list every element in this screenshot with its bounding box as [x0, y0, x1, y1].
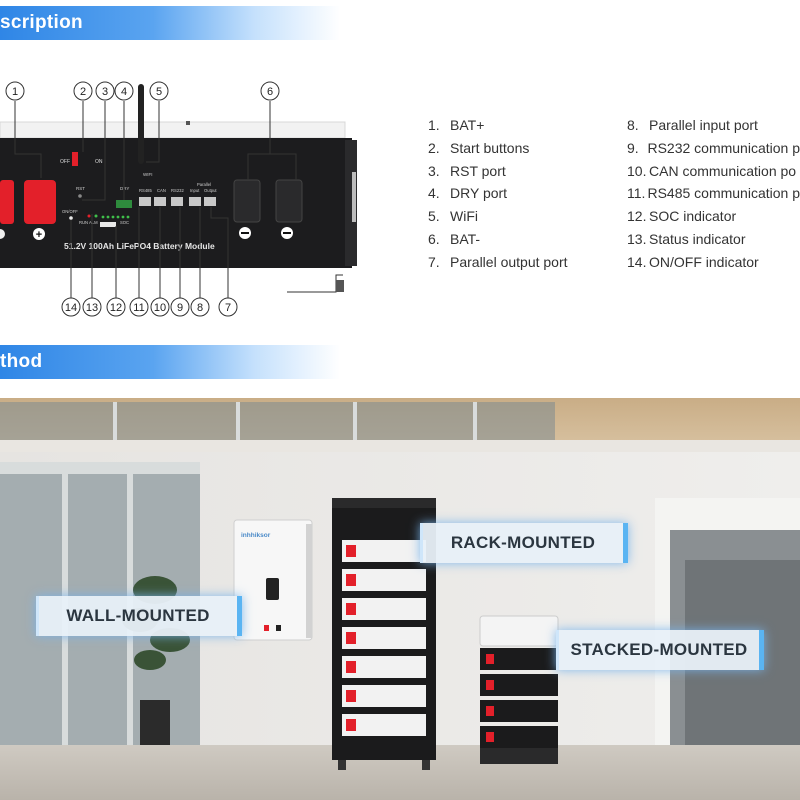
legend-item: 10.CAN communication po [627, 162, 797, 179]
stacked-mounted-label: STACKED-MOUNTED [570, 640, 748, 659]
on-off-label: ON/OFF [62, 209, 78, 214]
parallel-input-label: Input [190, 188, 200, 193]
callout-3: 3 [102, 86, 108, 98]
legend-item: 1.BAT+ [428, 117, 485, 133]
rack-mounted-label: RACK-MOUNTED [450, 533, 596, 552]
wall-unit-display [266, 578, 279, 600]
callout-7: 7 [225, 302, 231, 314]
rs232-port [171, 197, 183, 206]
wifi-antenna [138, 84, 144, 164]
battery-panel-diagram: + OFF ON RST DRY WIFI RS485 CAN RS232 Pa… [0, 81, 357, 317]
bat-minus-terminal-2 [275, 179, 303, 223]
description-title: scription [0, 12, 83, 33]
soc-leds [101, 215, 130, 219]
alm-label: ALM [89, 220, 98, 225]
legend-item: 2.Start buttons [428, 139, 530, 156]
callout-6: 6 [267, 86, 273, 98]
legend-item: 5.WiFi [428, 208, 478, 225]
rack-mounted-badge: RACK-MOUNTED [420, 523, 628, 563]
callout-2: 2 [80, 86, 86, 98]
bat-plus-terminal [24, 180, 56, 224]
can-port [154, 197, 166, 206]
parallel-output-port [204, 197, 216, 206]
start-switch [72, 152, 78, 166]
legend-item: 7.Parallel output port [428, 253, 568, 270]
legend-item: 4.DRY port [428, 185, 508, 202]
rst-label: RST [76, 186, 85, 191]
dry-label: DRY [120, 186, 129, 191]
legend-item: 9.RS232 communication p [627, 139, 800, 156]
bat-minus-terminal-1 [233, 179, 261, 223]
callout-11: 11 [133, 302, 144, 314]
dry-port [116, 200, 132, 208]
callout-1: 1 [12, 86, 18, 98]
rs485-label: RS485 [139, 188, 152, 193]
callout-5: 5 [156, 86, 162, 98]
parallel-output-label: Output [204, 188, 217, 193]
legend-item: 6.BAT- [428, 230, 481, 247]
legend-item: 13.Status indicator [627, 230, 746, 247]
method-header: thod [0, 345, 340, 379]
legend-right: 8.Parallel input port 9.RS232 communicat… [627, 114, 800, 274]
alm-led [87, 214, 91, 218]
run-label: RUN [79, 220, 88, 225]
bat-plus-terminal-left [0, 180, 14, 224]
switch-on-label: ON [95, 159, 103, 165]
callout-10: 10 [154, 302, 166, 314]
callout-12: 12 [110, 302, 122, 314]
plus-icon [33, 228, 45, 240]
wifi-label: WIFI [143, 172, 153, 177]
rack-cabinet [332, 498, 436, 770]
callout-8: 8 [197, 302, 203, 314]
wall-mounted-unit: inhhiksor [233, 519, 313, 641]
wall-mounted-label: WALL-MOUNTED [66, 606, 210, 625]
run-led [94, 214, 98, 218]
svg-text:+: + [36, 229, 42, 241]
legend-item: 11.RS485 communication p [627, 185, 800, 202]
method-title: thod [0, 351, 43, 372]
callout-14: 14 [65, 302, 77, 314]
soc-label: SOC [120, 220, 129, 225]
legend-item: 3.RST port [428, 162, 506, 179]
legend-item: 12.SOC indicator [627, 208, 737, 225]
wall-unit-brand: inhhiksor [241, 532, 271, 539]
legend-left: 1.BAT+ 2.Start buttons 3.RST port 4.DRY … [428, 114, 568, 274]
rs485-port [139, 197, 151, 206]
rs232-label: RS232 [171, 188, 184, 193]
stacked-modules [479, 615, 559, 764]
wall-mounted-badge: WALL-MOUNTED [36, 596, 242, 636]
on-off-indicator [69, 216, 73, 220]
callout-4: 4 [121, 86, 127, 98]
legend-item: 8.Parallel input port [627, 117, 758, 133]
switch-off-label: OFF [60, 159, 70, 165]
stacked-mounted-badge: STACKED-MOUNTED [556, 630, 764, 670]
callout-9: 9 [177, 302, 183, 314]
parallel-input-port [189, 197, 201, 206]
can-label: CAN [157, 188, 166, 193]
legend-item: 14.ON/OFF indicator [627, 253, 759, 270]
description-header: scription [0, 6, 340, 40]
callout-13: 13 [86, 302, 98, 314]
parallel-label: Parallel [197, 182, 211, 187]
